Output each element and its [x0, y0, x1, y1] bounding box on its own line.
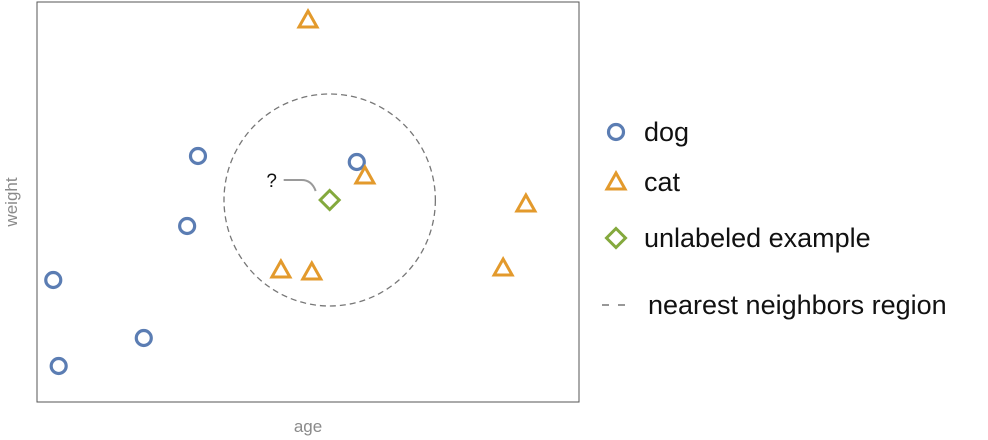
legend-label-region: nearest neighbors region	[648, 290, 947, 320]
x-axis-label: age	[294, 417, 322, 436]
dog-point-5	[188, 146, 208, 166]
cat-point-2	[353, 163, 377, 185]
cat-point-1	[296, 7, 320, 29]
unlabeled-example-point-1	[318, 188, 342, 212]
dog-point-1	[44, 270, 63, 290]
dog-point-6	[347, 152, 366, 172]
dog-point-2	[49, 356, 68, 376]
legend-label-dog: dog	[644, 117, 689, 147]
legend: dog cat unlabeled example nearest neighbors…	[602, 117, 947, 320]
neighbors-region	[223, 93, 437, 307]
legend-marker-unlabeled-example	[604, 226, 628, 250]
legend-marker-dog	[606, 122, 626, 142]
legend-label-cat: cat	[644, 167, 681, 197]
annotation-text: ?	[266, 171, 277, 192]
dog-point-3	[134, 328, 153, 348]
cat-point-3	[514, 191, 538, 213]
cat-point-4	[491, 255, 515, 277]
plot-frame	[36, 1, 580, 403]
legend-label-unlabeled-example: unlabeled example	[644, 223, 871, 253]
annotation-leader	[283, 179, 317, 192]
y-axis-label: weight	[2, 177, 21, 227]
legend-marker-cat	[604, 169, 628, 191]
plot-area: ?	[44, 7, 538, 376]
dog-point-4	[178, 216, 197, 236]
cat-point-5	[269, 257, 293, 279]
cat-point-6	[300, 259, 324, 281]
